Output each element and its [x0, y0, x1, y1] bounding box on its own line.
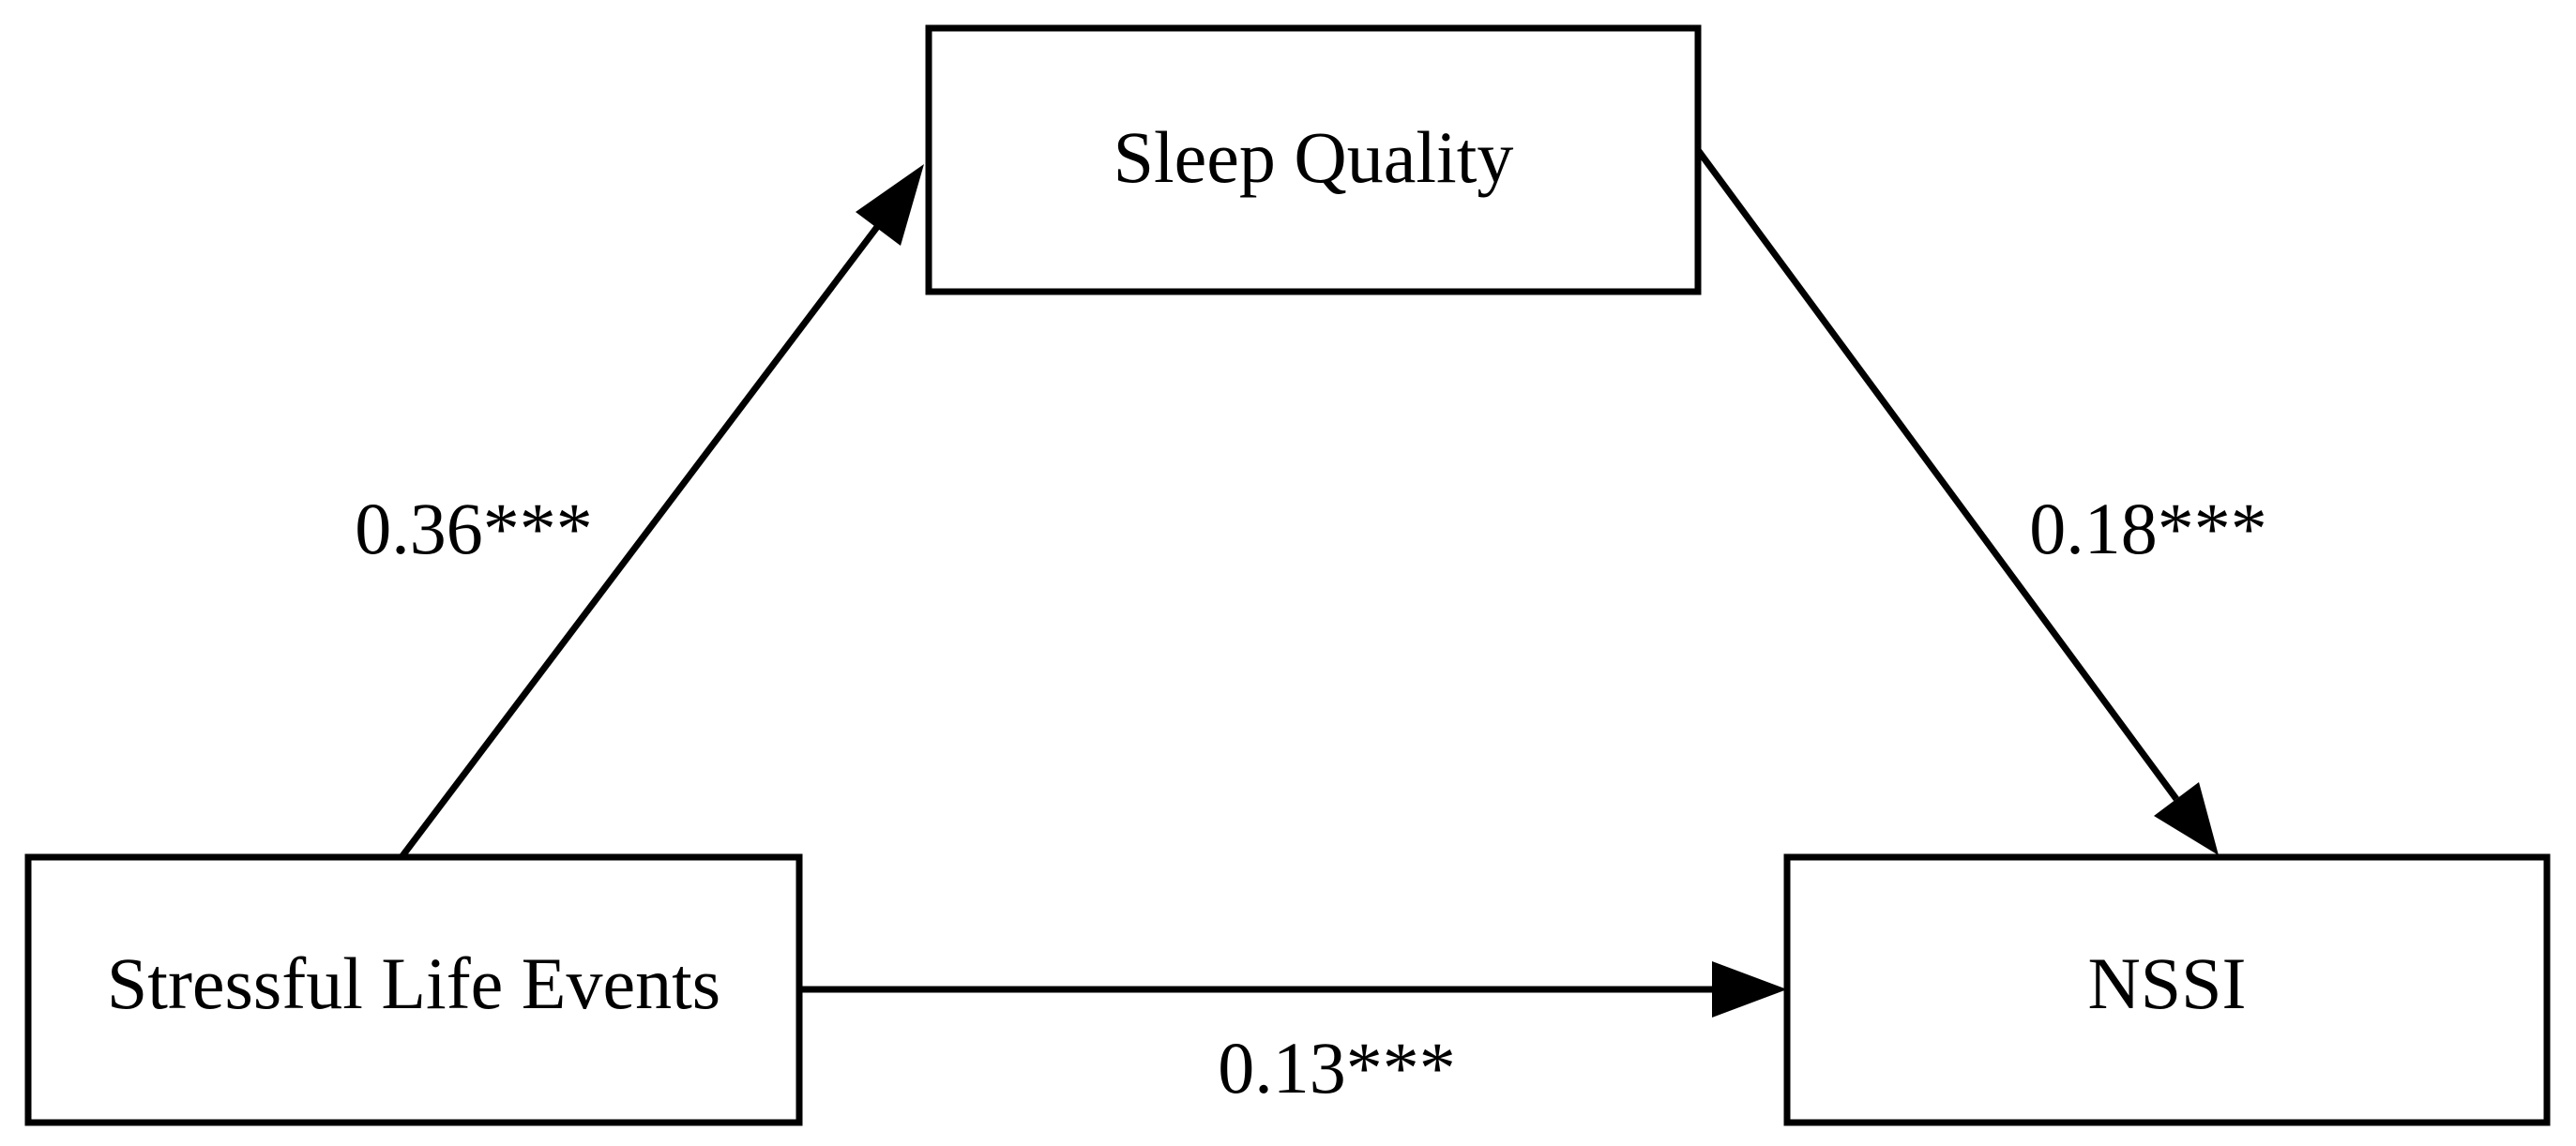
path-c-arrowhead — [1712, 961, 1787, 1018]
path-a-arrowhead — [856, 164, 924, 246]
path-b-arrow-line — [1695, 147, 2179, 802]
node-stressful-life-events-label: Stressful Life Events — [107, 942, 720, 1024]
node-nssi: NSSI — [1783, 853, 2551, 1126]
path-a-arrow-line — [399, 224, 880, 860]
path-c-coefficient: 0.13*** — [1218, 1027, 1456, 1108]
node-sleep-quality-box — [925, 24, 1702, 295]
path-a-coefficient: 0.36*** — [355, 488, 593, 569]
node-nssi-box — [1783, 853, 2551, 1126]
path-b-arrowhead — [2154, 782, 2219, 855]
node-stressful-life-events: Stressful Life Events — [24, 853, 803, 1126]
node-sleep-quality-label: Sleep Quality — [1114, 116, 1514, 198]
node-nssi-label: NSSI — [2087, 942, 2246, 1024]
node-sleep-quality: Sleep Quality — [925, 24, 1702, 295]
path-b-coefficient: 0.18*** — [2029, 488, 2267, 569]
node-stressful-life-events-box — [24, 853, 803, 1126]
